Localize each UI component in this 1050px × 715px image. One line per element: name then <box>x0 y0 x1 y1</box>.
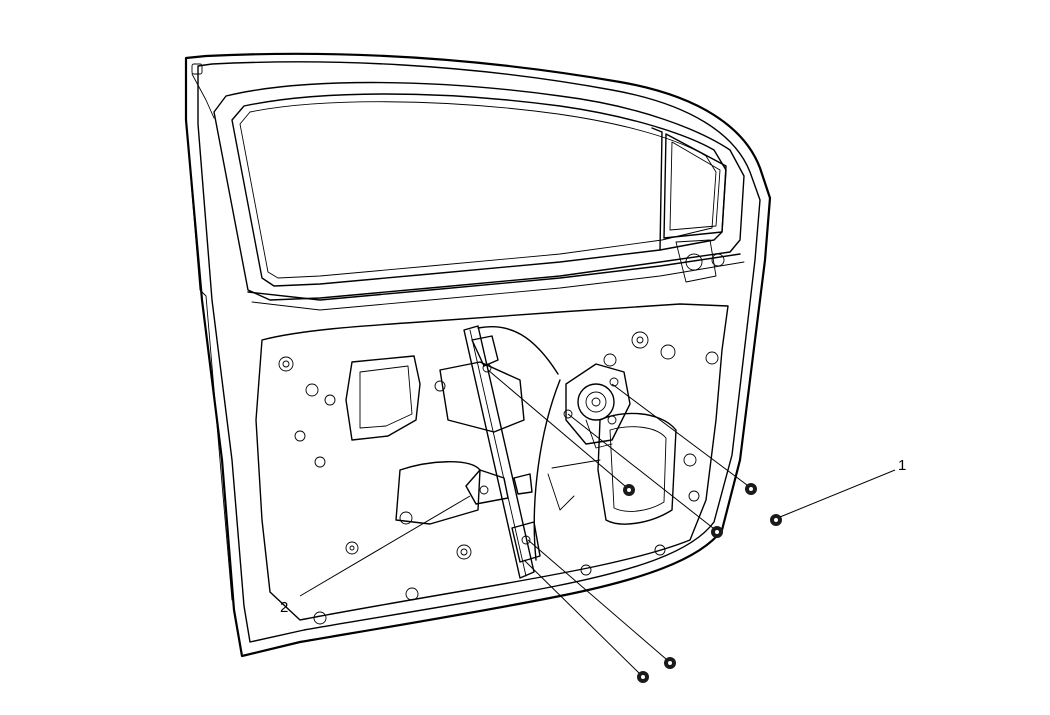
window-regulator <box>463 325 631 579</box>
callout-1-label: 1 <box>898 457 906 474</box>
regulator-motor <box>563 363 631 449</box>
fastener-nut <box>711 526 723 538</box>
fasteners <box>623 483 782 683</box>
window-frame <box>213 81 745 311</box>
fastener-nut <box>623 484 635 496</box>
fastener-nut <box>637 671 649 683</box>
inner-door-panel <box>255 239 729 625</box>
fastener-nut <box>770 514 782 526</box>
door-shell <box>184 52 772 658</box>
fastener-nut <box>745 483 757 495</box>
fastener-nut <box>664 657 676 669</box>
leader-lines <box>299 369 896 674</box>
callout-2-label: 2 <box>280 599 288 616</box>
